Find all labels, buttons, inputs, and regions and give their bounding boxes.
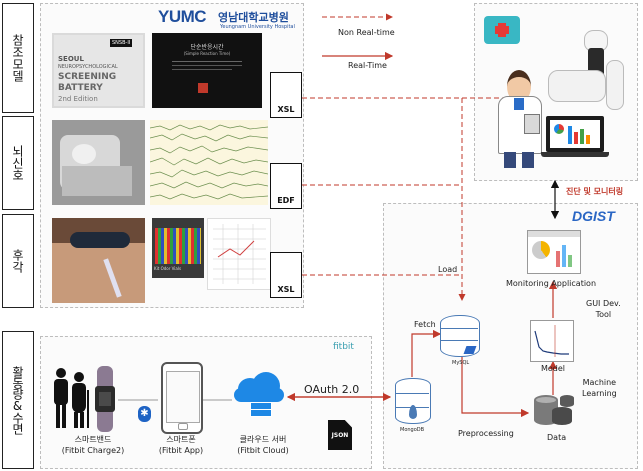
reaction-screen-subtitle: (Simple Reaction Time) [183, 51, 231, 56]
laptop-icon [541, 116, 609, 160]
sidebar-eeg: 뇌신호 [2, 116, 34, 210]
preprocessing-arrow [461, 357, 530, 418]
first-aid-icon [484, 16, 520, 44]
legend-nonrealtime-label: Non Real-time [338, 28, 395, 37]
mysql-label: MySQL [452, 360, 470, 366]
cloud-sub: (Fitbit Cloud) [237, 446, 289, 455]
xsl-file-label: XSL [277, 285, 295, 294]
monitoring-app-icon [527, 230, 581, 274]
machine-learning-label: Machine Learning [582, 378, 617, 398]
band-caption: 스마트밴드 (Fitbit Charge2) [52, 434, 134, 456]
snsb-line1: SEOUL [58, 55, 84, 63]
model-curve-graphic [534, 325, 569, 357]
mongodb-label: MongoDB [400, 427, 425, 433]
sidebar-activity-sleep: 활동량&수면 [2, 331, 34, 469]
smartphone-icon [161, 362, 203, 434]
hospital-logo-mark: YUMC [158, 7, 207, 26]
model-label: Model [541, 364, 566, 373]
mysql-icon [440, 315, 480, 357]
phone-sub: (Fitbit App) [158, 446, 204, 455]
band-name: 스마트밴드 [74, 435, 112, 444]
sidebar-label: 활동량&수면 [10, 366, 25, 434]
gui-tool-label: GUI Dev. Tool [586, 299, 621, 319]
preprocessing-label: Preprocessing [458, 429, 514, 438]
smell-chart-photo [207, 218, 271, 290]
medical-chair [544, 30, 624, 110]
snsb-line2: NEUROPSYCHOLOGICAL [58, 64, 118, 70]
cloud-server-icon [234, 372, 286, 422]
xsl-file-label: XSL [277, 105, 295, 114]
bluetooth-icon: ✱ [138, 406, 151, 422]
reaction-screen-title: 단순반응시간 [190, 44, 224, 51]
sidebar-label: 후각 [10, 249, 25, 273]
edf-file-icon: EDF [270, 163, 302, 209]
phone-name: 스마트폰 [166, 435, 196, 444]
eeg-signal-photo [150, 120, 268, 205]
eeg-waveform-graphic [150, 124, 268, 200]
reaction-time-screen-photo: 단순반응시간 (Simple Reaction Time) [152, 33, 262, 108]
patient-eeg-photo [52, 120, 145, 205]
dgist-logo: DGIST [572, 208, 615, 224]
smart-band-icon [92, 366, 118, 432]
model-icon [530, 320, 574, 362]
xsl-file-icon: XSL [270, 72, 302, 118]
monitoring-app-label: Monitoring Application [506, 279, 597, 288]
snsb-line3: SCREENING [58, 72, 117, 82]
smell-kit-photo: Kit Odor Vials [152, 218, 204, 278]
elderly-couple-icon [52, 368, 92, 430]
phone-caption: 스마트폰 (Fitbit App) [140, 434, 222, 456]
legend-realtime-label: Real-Time [348, 61, 387, 70]
oauth-label: OAuth 2.0 [304, 383, 360, 396]
cloud-name: 클라우드 서버 [239, 435, 287, 444]
sidebar-smell: 후각 [2, 214, 34, 308]
data-icon [534, 395, 578, 427]
hospital-logo-name: 영남대학교병원 [218, 11, 289, 24]
load-label: Load [438, 265, 458, 274]
clinic-illustration [480, 8, 630, 176]
data-label: Data [547, 433, 567, 442]
json-file-label: JSON [331, 432, 349, 439]
json-file-icon: JSON [328, 420, 352, 450]
sidebar-label: 참조모델 [10, 34, 25, 82]
fetch-arrow [411, 329, 442, 377]
mongodb-icon [395, 378, 431, 424]
edf-file-label: EDF [277, 196, 295, 205]
snsb-line4: BATTERY [58, 83, 103, 93]
doctor-icon [494, 70, 544, 170]
band-sub: (Fitbit Charge2) [61, 446, 125, 455]
diagnosis-label: 진단 및 모니터링 [566, 187, 624, 196]
smell-test-photo [52, 218, 145, 303]
smell-kit-label: Kit Odor Vials [154, 266, 182, 271]
hospital-logo: YUMC 영남대학교병원 Yeungnam University Hospita… [158, 7, 300, 33]
dgist-panel [383, 203, 638, 469]
snsb-edition: 2nd Edition [58, 95, 98, 103]
fitbit-logo: fitbit [333, 342, 354, 352]
sidebar-reference-model: 참조모델 [2, 3, 34, 113]
hospital-logo-sub: Yeungnam University Hospital [220, 24, 295, 30]
fetch-label: Fetch [414, 320, 436, 329]
sidebar-label: 뇌신호 [10, 145, 25, 181]
smell-chart-graphic [213, 224, 266, 284]
cloud-caption: 클라우드 서버 (Fitbit Cloud) [222, 434, 304, 456]
xsl-file-icon: XSL [270, 252, 302, 298]
snsb-badge: SNSB-II [110, 39, 133, 47]
snsb-book-photo: SNSB-II SEOUL NEUROPSYCHOLOGICAL SCREENI… [52, 33, 145, 108]
